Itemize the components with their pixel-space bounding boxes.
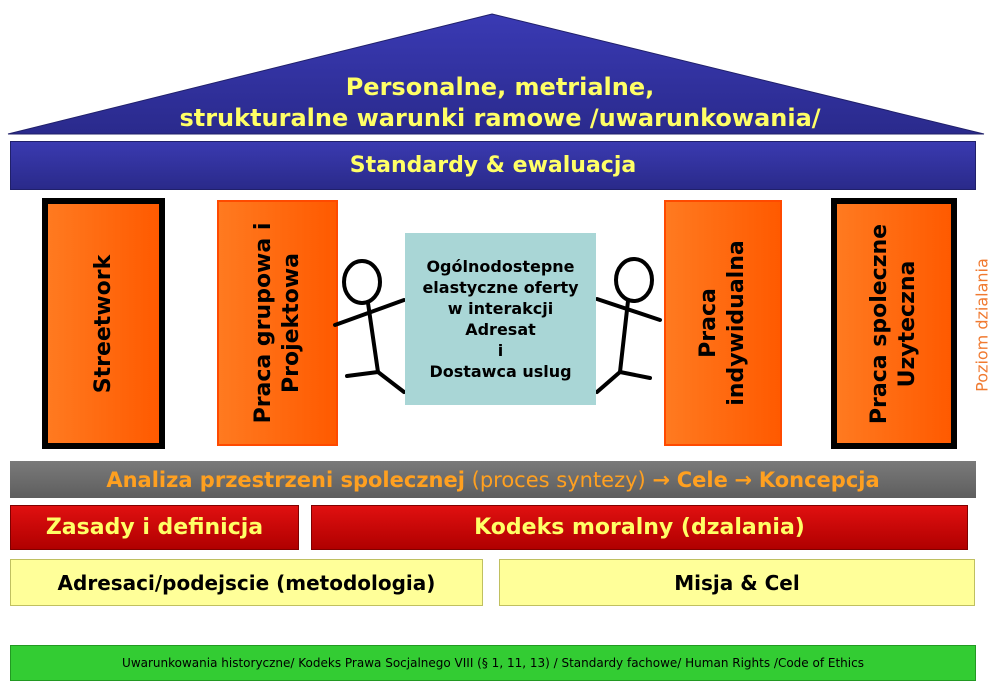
pillar-community-work-line-1: Praca spoleczne [867,223,892,424]
principles-band: Zasady i definicja [10,505,299,550]
standards-band: Standardy & ewaluacja [10,141,976,190]
central-offer-line-3: w interakcji [447,299,554,318]
moral-code-label: Kodeks moralny (dzalania) [474,515,805,540]
foundation-label: Uwarunkowania historyczne/ Kodeks Prawa … [122,656,864,670]
mission-band: Misja & Cel [499,559,975,606]
roof-triangle [7,13,985,135]
action-level-text: Poziom dzialania [972,258,992,392]
pillar-community-work: Praca spoleczne Uzyteczna [831,198,957,449]
stick-figure-left [333,259,406,394]
central-offer-line-5: i [497,341,504,360]
foundation-band: Uwarunkowania historyczne/ Kodeks Prawa … [10,645,976,681]
roof [7,13,985,135]
pillar-group-work-line-2: Projektowa [278,253,304,393]
analysis-synthesis: (proces syntezy) [471,467,646,492]
pillar-individual-work-label: Praca indywidualna [695,240,751,405]
action-level-label: Poziom dzialania [967,230,997,420]
pillar-individual-work-line-2: indywidualna [724,240,749,406]
principles-label: Zasady i definicja [45,515,264,540]
analysis-band: Analiza przestrzeni spolecznej (proces s… [10,461,976,498]
analysis-concept: Koncepcja [758,467,880,492]
analysis-goals: Cele [676,467,728,492]
mission-label: Misja & Cel [674,570,800,595]
roof-title-line-1: Personalne, metrialne, [345,73,655,101]
central-offer-box: Ogólnodostepne elastyczne oferty w inter… [405,233,596,405]
pillar-individual-work: Praca indywidualna [664,200,782,446]
central-offer-line-2: elastyczne oferty [422,278,579,297]
roof-title-line-2: strukturalne warunki ramowe /uwarunkowan… [179,104,821,132]
moral-code-band: Kodeks moralny (dzalania) [311,505,968,550]
addressees-label: Adresaci/podejscie (metodologia) [57,570,436,595]
addressees-band: Adresaci/podejscie (metodologia) [10,559,483,606]
pillar-streetwork: Streetwork [42,198,165,449]
pillar-group-work: Praca grupowa i Projektowa [217,200,338,446]
central-offer-line-4: Adresat [465,320,536,339]
central-offer-line-1: Ogólnodostepne [426,257,575,276]
central-offer-line-6: Dostawca uslug [429,362,572,381]
pillar-group-work-label: Praca grupowa i Projektowa [250,223,306,424]
arrow-icon: → [652,467,671,492]
pillar-streetwork-line-1: Streetwork [90,254,116,393]
stick-figure-right [595,257,662,394]
analysis-main: Analiza przestrzeni spolecznej [106,467,465,492]
pillar-community-work-line-2: Uzyteczna [895,260,920,387]
pillar-individual-work-line-1: Praca [696,288,721,358]
arrow-icon: → [734,467,753,492]
pillar-group-work-line-1: Praca grupowa i [250,222,276,424]
standards-label: Standardy & ewaluacja [349,153,637,178]
pillar-community-work-label: Praca spoleczne Uzyteczna [866,223,922,423]
pillar-streetwork-label: Streetwork [90,254,118,393]
